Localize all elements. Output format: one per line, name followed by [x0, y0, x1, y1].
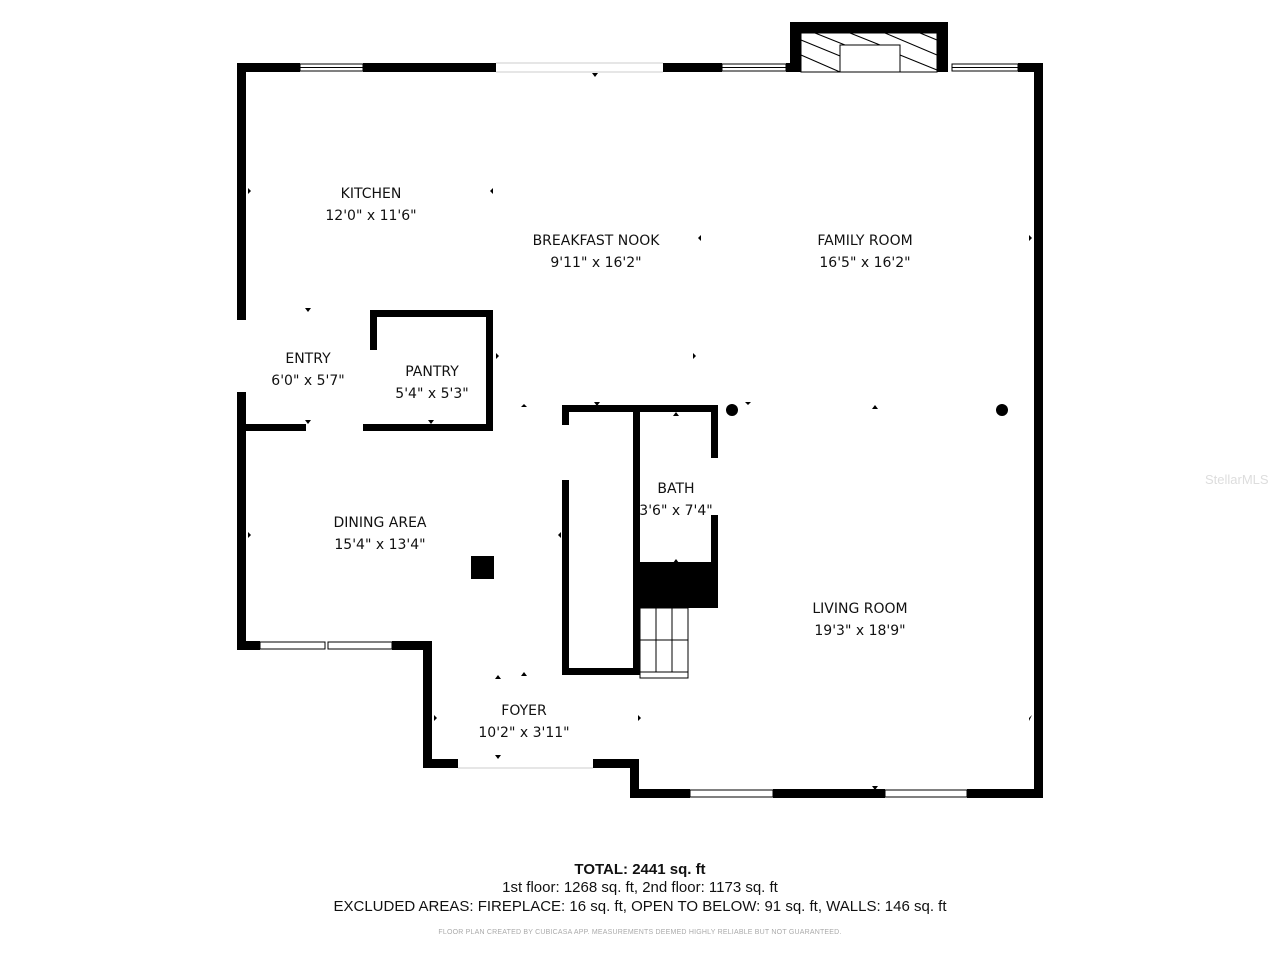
column — [471, 556, 494, 579]
post — [726, 404, 738, 416]
excluded-areas: EXCLUDED AREAS: FIREPLACE: 16 sq. ft, OP… — [333, 898, 947, 915]
room-size: 19'3" x 18'9" — [814, 623, 906, 639]
room-size: 12'0" x 11'6" — [325, 208, 417, 224]
floor-areas: 1st floor: 1268 sq. ft, 2nd floor: 1173 … — [502, 879, 778, 896]
credit-note: FLOOR PLAN CREATED BY CUBICASA APP. MEAS… — [438, 929, 842, 936]
watermark: StellarMLS — [1205, 472, 1269, 487]
room-size: 6'0" x 5'7" — [271, 373, 345, 389]
room-size: 15'4" x 13'4" — [334, 537, 426, 553]
room-name: BREAKFAST NOOK — [532, 233, 660, 249]
room-name: PANTRY — [405, 364, 459, 380]
room-name: ENTRY — [285, 351, 331, 367]
room-size: 16'5" x 16'2" — [819, 255, 911, 271]
room-bath: BATH 3'6" x 7'4" — [639, 478, 712, 522]
fireplace — [790, 22, 948, 73]
room-dining-area: DINING AREA 15'4" x 13'4" — [333, 512, 426, 556]
room-size: 9'11" x 16'2" — [550, 255, 642, 271]
post — [996, 404, 1008, 416]
room-entry: ENTRY 6'0" x 5'7" — [271, 348, 344, 392]
stairs — [639, 607, 689, 679]
openings — [458, 62, 663, 769]
room-family-room: FAMILY ROOM 16'5" x 16'2" — [817, 230, 912, 274]
room-size: 5'4" x 5'3" — [395, 386, 469, 402]
room-name: LIVING ROOM — [812, 601, 908, 617]
walls — [237, 63, 1043, 798]
room-pantry: PANTRY 5'4" x 5'3" — [395, 361, 468, 405]
dimension-markers — [248, 73, 1032, 790]
room-size: 3'6" x 7'4" — [639, 503, 713, 519]
room-name: DINING AREA — [333, 515, 427, 531]
room-name: KITCHEN — [340, 186, 402, 202]
room-breakfast-nook: BREAKFAST NOOK 9'11" x 16'2" — [533, 230, 660, 274]
room-name: FAMILY ROOM — [817, 233, 913, 249]
room-living-room: LIVING ROOM 19'3" x 18'9" — [812, 598, 907, 642]
room-size: 10'2" x 3'11" — [478, 725, 570, 741]
windows — [259, 63, 1019, 798]
room-name: FOYER — [501, 703, 547, 719]
room-name: BATH — [657, 481, 695, 497]
room-foyer: FOYER 10'2" x 3'11" — [478, 700, 569, 744]
room-kitchen: KITCHEN 12'0" x 11'6" — [325, 183, 416, 227]
total-area: TOTAL: 2441 sq. ft — [574, 861, 706, 878]
